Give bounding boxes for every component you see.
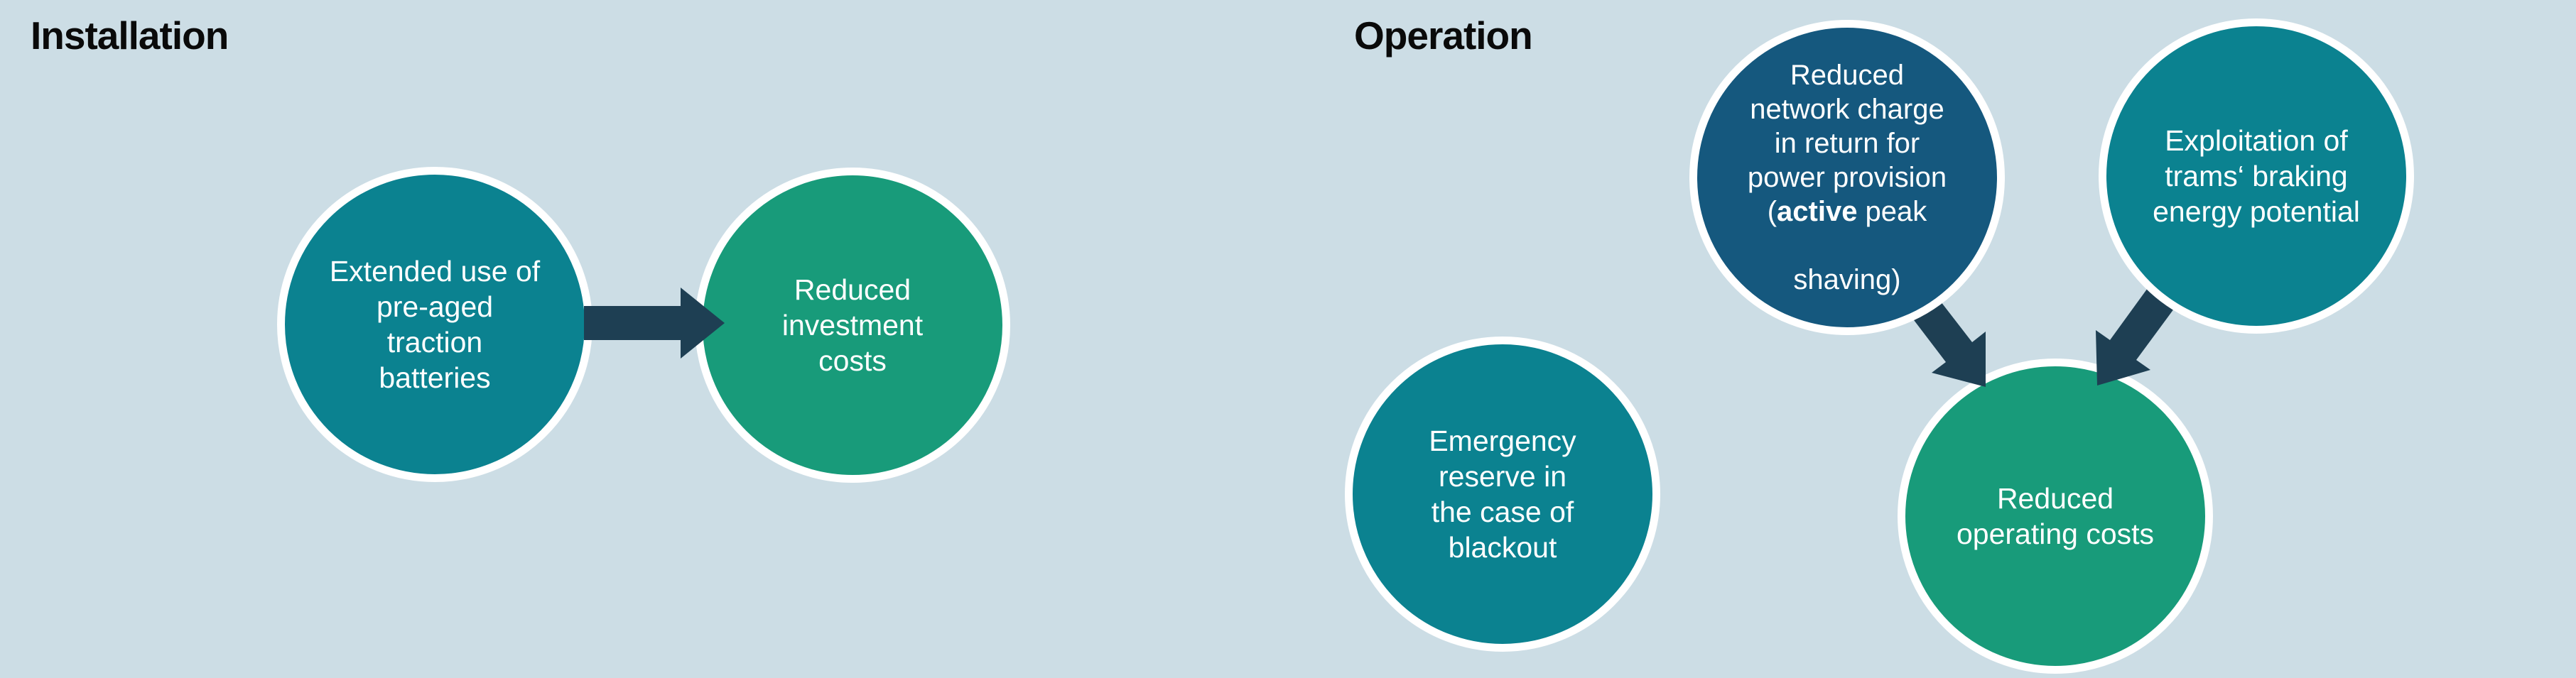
circle-label: Reduced network charge in return for pow… [1748,24,1947,331]
section-title-operation: Operation [1354,13,1533,58]
circle-label: Emergency reserve in the case of blackou… [1429,425,1576,564]
circle-reduced-operating-costs: Reduced operating costs [1898,359,2213,674]
circle-reduced-network-charge-peak-shaving: Reduced network charge in return for pow… [1689,20,2005,335]
circle-label-mixed-line: (active peak [1767,196,1927,227]
circle-emergency-reserve-blackout: Emergency reserve in the case of blackou… [1345,337,1660,652]
circle-label-lines: Reduced network charge in return for pow… [1747,60,1947,193]
circle-label: Reduced operating costs [1956,482,2155,550]
circle-extended-use-pre-aged-batteries: Extended use of pre-aged traction batter… [277,167,592,482]
circle-exploitation-braking-energy: Exploitation of trams‘ braking energy po… [2099,18,2414,334]
circle-label: Reduced investment costs [781,273,924,377]
circle-label: Extended use of pre-aged traction batter… [329,255,541,394]
circle-label-last-line: shaving) [1793,264,1901,295]
circle-reduced-investment-costs: Reduced investment costs [695,168,1010,483]
section-title-installation: Installation [31,13,229,58]
circle-label: Exploitation of trams‘ braking energy po… [2153,124,2360,228]
bold-word: active [1777,196,1858,227]
